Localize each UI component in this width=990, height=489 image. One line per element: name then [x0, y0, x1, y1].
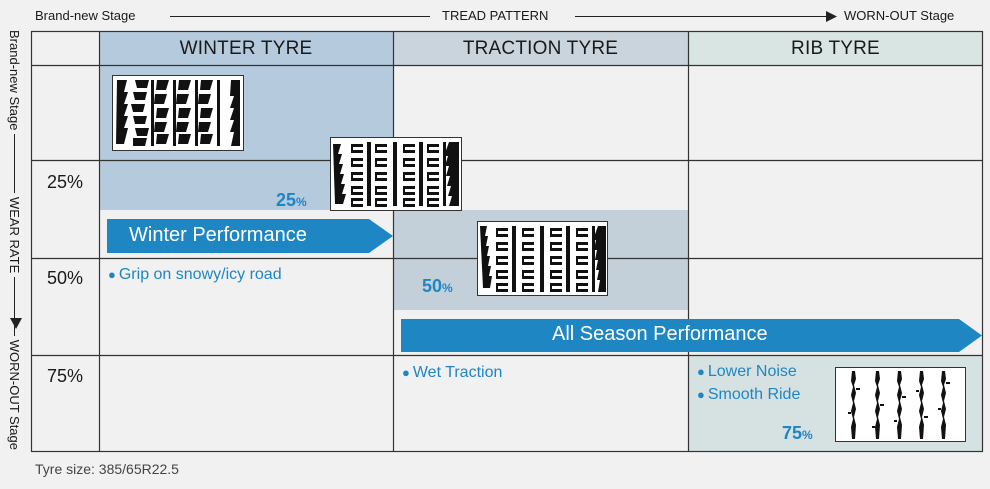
header-brand-new-label: Brand-new Stage — [35, 8, 136, 23]
rib-feature-item-2: ●Smooth Ride — [697, 386, 800, 404]
winter-tread-worn-image — [330, 137, 462, 211]
rib-feature-text-1: Lower Noise — [707, 363, 797, 380]
rib-header-fill — [688, 32, 983, 65]
rib-wear-value: 75 — [782, 423, 803, 443]
traction-header-fill — [393, 32, 688, 65]
traction-wear-value: 50 — [422, 276, 443, 296]
winter-performance-arrow — [107, 219, 393, 253]
header-tread-pattern-label: TREAD PATTERN — [442, 8, 549, 23]
winter-wear-value: 25 — [276, 190, 297, 210]
rib-feature-text-2: Smooth Ride — [707, 386, 801, 403]
bullet-icon: ● — [697, 387, 705, 402]
traction-feature-item: ●Wet Traction — [402, 364, 502, 382]
rib-wear-badge: 75% — [782, 423, 813, 444]
row-label-25: 25% — [46, 171, 84, 192]
winter-wear-unit: % — [296, 195, 307, 209]
bullet-icon: ● — [697, 364, 705, 379]
traction-feature-text: Wet Traction — [412, 364, 503, 381]
column-header-traction: TRACTION TYRE — [462, 37, 619, 59]
header-arrow-icon — [826, 11, 837, 22]
rib-tread-image — [835, 367, 966, 442]
column-header-winter: WINTER TYRE — [179, 37, 313, 59]
winter-wear-badge: 25% — [276, 190, 307, 211]
winter-feature-item: ●Grip on snowy/icy road — [108, 266, 282, 284]
row-label-75: 75% — [46, 365, 84, 386]
header-line-right — [575, 16, 830, 17]
header-worn-out-label: WORN-OUT Stage — [844, 8, 955, 23]
winter-tread-new-image — [112, 75, 244, 151]
tyre-size-note: Tyre size: 385/65R22.5 — [35, 461, 179, 477]
header-line-left — [170, 16, 430, 17]
winter-performance-label: Winter Performance — [129, 224, 307, 246]
row-label-50: 50% — [46, 267, 84, 288]
column-header-rib: RIB TYRE — [791, 37, 880, 59]
rib-wear-unit: % — [802, 428, 813, 442]
traction-tread-image — [477, 221, 608, 296]
winter-feature-text: Grip on snowy/icy road — [118, 266, 282, 283]
side-arrow-icon — [10, 318, 22, 329]
all-season-performance-arrow — [401, 319, 982, 352]
traction-wear-unit: % — [442, 281, 453, 295]
traction-wear-badge: 50% — [422, 276, 453, 297]
bullet-icon: ● — [402, 365, 410, 380]
rib-feature-item-1: ●Lower Noise — [697, 363, 797, 381]
all-season-performance-label: All Season Performance — [552, 323, 768, 345]
bullet-icon: ● — [108, 267, 116, 282]
